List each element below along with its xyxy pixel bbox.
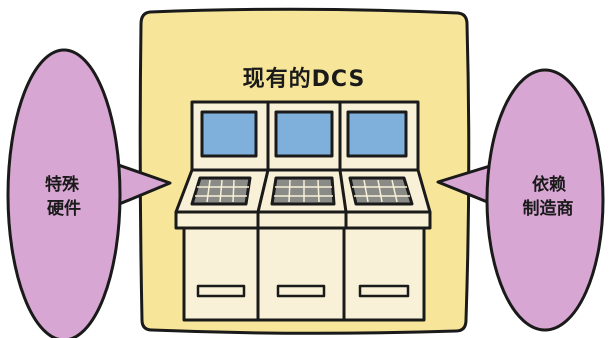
left-speech-bubble: 特殊 硬件: [6, 48, 172, 338]
right-speech-bubble: 依赖 制造商: [436, 68, 605, 332]
screen-1: [200, 110, 258, 158]
right-bubble-line-1: 依赖: [532, 174, 566, 195]
keyboard-2: [270, 176, 336, 206]
console-desk-lip: [174, 210, 432, 230]
left-bubble-line-2: 硬件: [47, 198, 81, 219]
screen-3: [346, 110, 408, 158]
dcs-console: [174, 100, 432, 322]
right-bubble-line-2: 制造商: [523, 198, 574, 219]
drawer-handle-2: [276, 284, 326, 298]
drawer-handle-3: [358, 284, 410, 298]
panel-title: 现有的DCS: [243, 66, 366, 92]
console-cabinet: [182, 226, 426, 322]
drawer-handle-1: [196, 284, 246, 298]
left-bubble-line-1: 特殊: [45, 174, 80, 195]
screen-2: [274, 110, 334, 158]
